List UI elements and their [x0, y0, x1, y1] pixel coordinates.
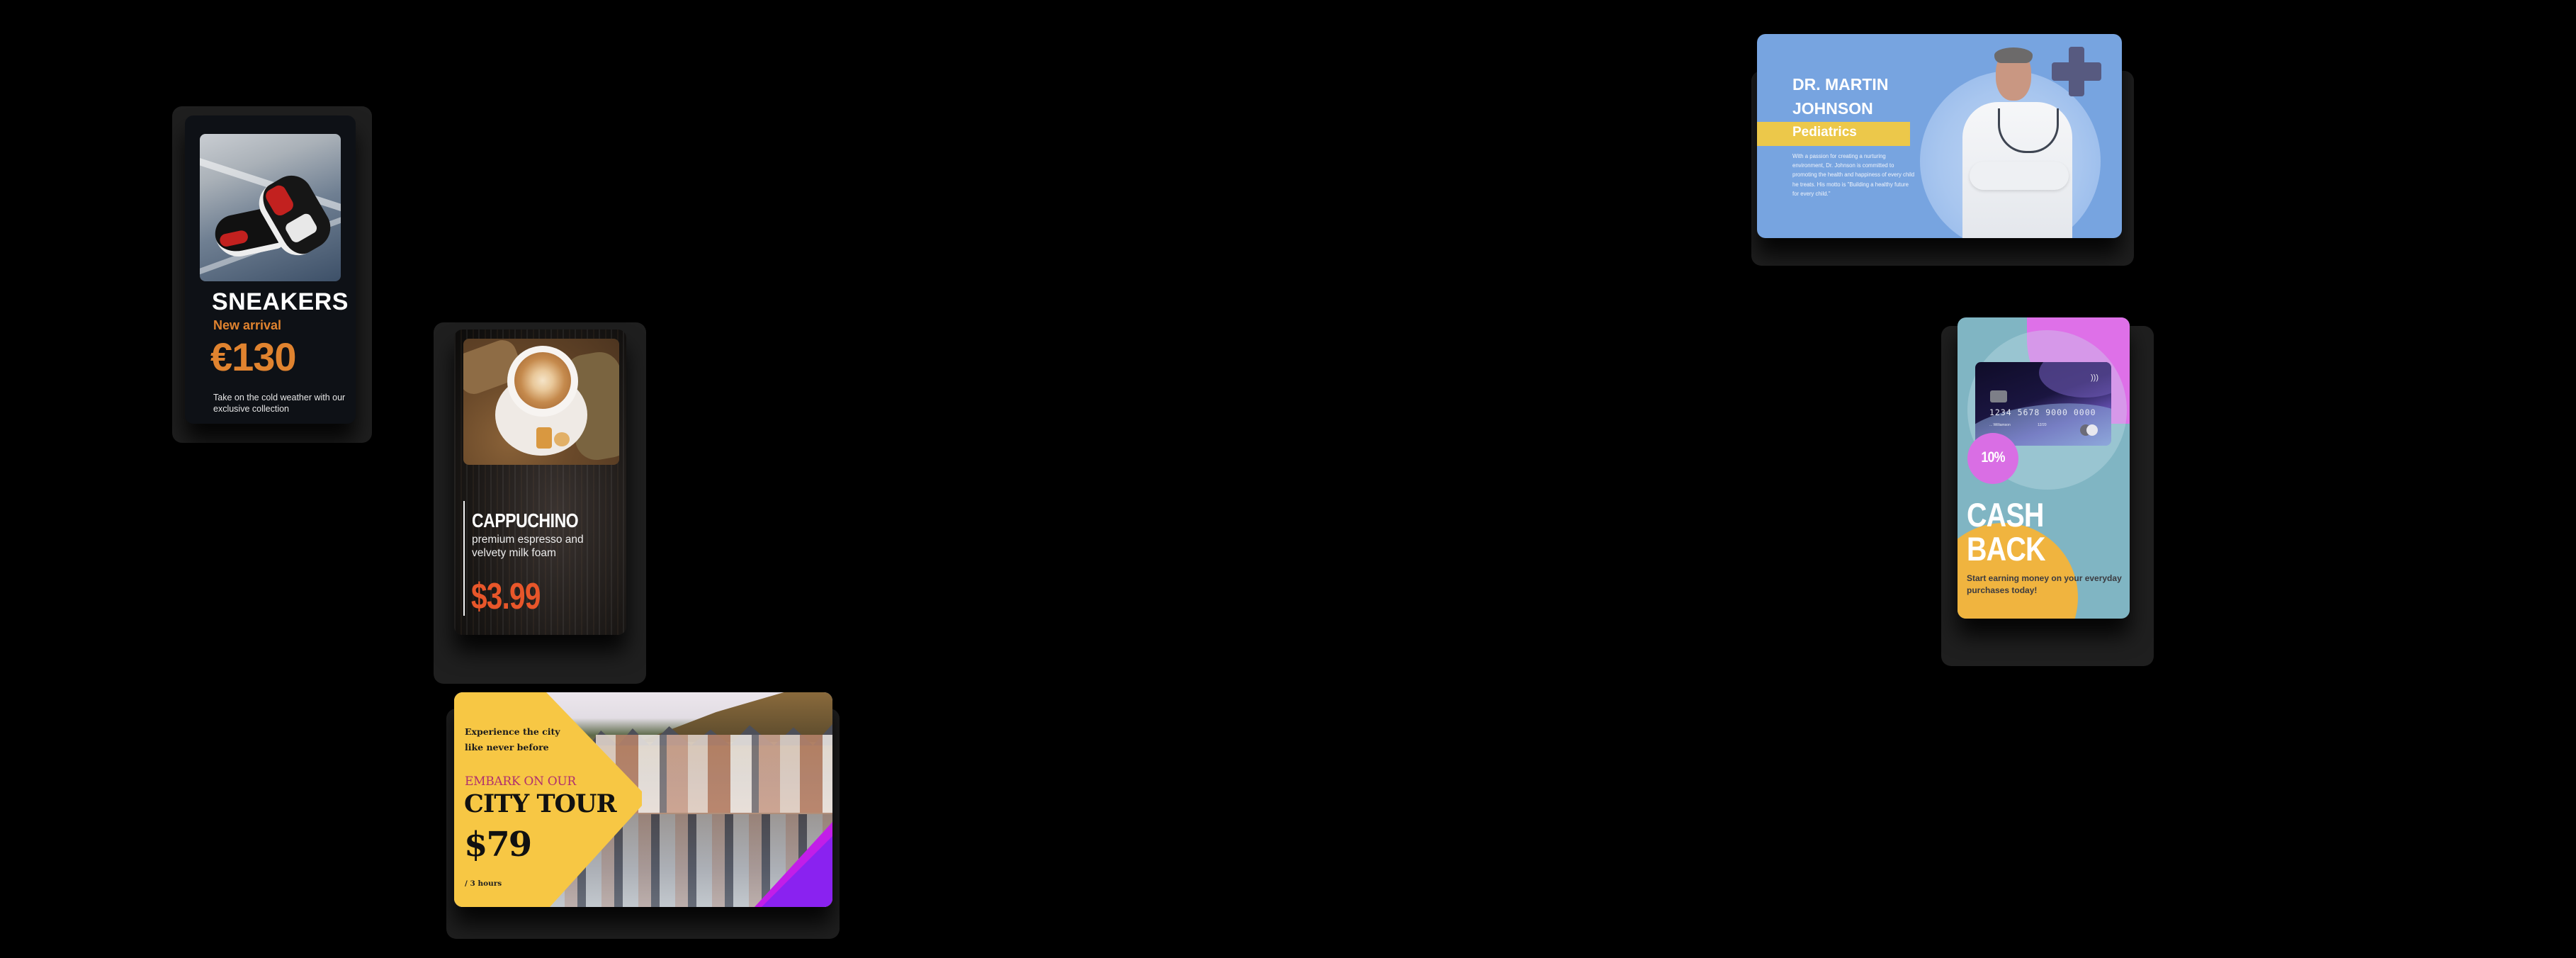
cashback-promo-card[interactable]: ))) 1234 5678 9000 0000 ... Williamson 1… [1958, 317, 2130, 619]
card-chip-icon [1990, 390, 2007, 402]
stethoscope-icon [1998, 108, 2059, 153]
sneakers-price: €130 [210, 334, 297, 379]
sneakers-title: SNEAKERS [212, 288, 349, 315]
sneakers-description: Take on the cold weather with our exclus… [213, 393, 346, 414]
accent-divider [463, 501, 465, 616]
credit-card-image: ))) 1234 5678 9000 0000 ... Williamson 1… [1975, 362, 2111, 446]
coffee-price: $3.99 [471, 576, 541, 617]
specialty-band [1757, 122, 1910, 146]
citytour-price: $79 [464, 825, 532, 864]
card-holder: ... Williamson [1989, 423, 2011, 427]
sneakers-promo-card[interactable]: SNEAKERS New arrival €130 Take on the co… [185, 115, 356, 424]
contactless-icon: ))) [2091, 373, 2098, 382]
medical-cross-icon [2052, 62, 2101, 81]
cashback-title: CASH BACK [1967, 496, 2046, 568]
citytour-duration: / 3 hours [465, 879, 502, 888]
cappuccino-promo-card[interactable]: CAPPUCHINO premium espresso and velvety … [454, 329, 626, 635]
doctor-bio: With a passion for creating a nurturing … [1792, 153, 1915, 197]
card-network-logo-icon [2086, 424, 2098, 436]
citytour-tagline: Experience the city like never before [465, 726, 560, 753]
city-tour-promo-card[interactable]: Experience the city like never before EM… [454, 692, 832, 907]
sneakers-subtitle: New arrival [213, 318, 282, 332]
discount-badge-text: 10% [1981, 449, 2005, 466]
sneakers-photo [200, 134, 341, 281]
coffee-description: premium espresso and velvety milk foam [472, 534, 584, 559]
discount-badge [1967, 433, 2018, 484]
citytour-kicker: EMBARK ON OUR [465, 774, 576, 789]
card-number: 1234 5678 9000 0000 [1989, 407, 2096, 417]
coffee-title: CAPPUCHINO [472, 509, 579, 531]
card-expiry: 12/20 [2038, 423, 2047, 427]
doctor-specialty: Pediatrics [1792, 125, 1857, 140]
citytour-title: CITY TOUR [464, 789, 617, 818]
doctor-name: DR. MARTIN JOHNSON [1792, 75, 1889, 118]
doctor-profile-card[interactable]: DR. MARTIN JOHNSON Pediatrics With a pas… [1757, 34, 2122, 238]
cashback-description: Start earning money on your everyday pur… [1967, 573, 2122, 595]
cappuccino-photo [463, 339, 619, 465]
